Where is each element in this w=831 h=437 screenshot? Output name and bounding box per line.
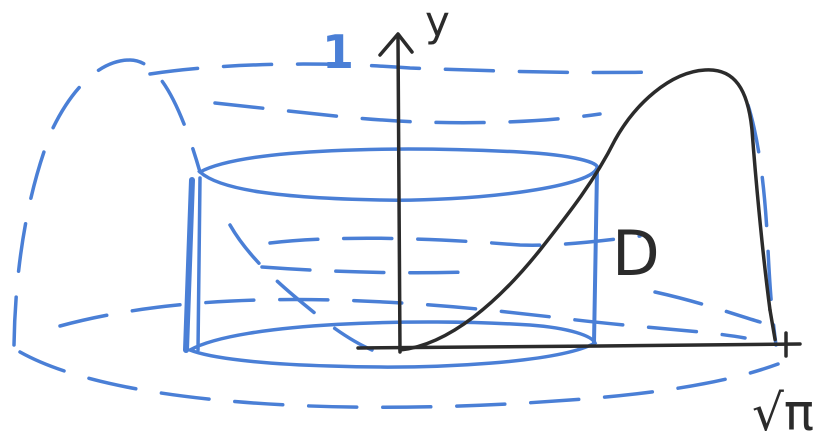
left-bump-outline xyxy=(12,58,202,347)
y-axis-label: y xyxy=(425,0,450,46)
cylinder-right-wall xyxy=(592,168,599,345)
region-label: D xyxy=(612,217,660,290)
right-ring xyxy=(653,290,762,324)
bottom-outer-ring xyxy=(18,350,780,410)
function-curve xyxy=(398,68,772,352)
y-axis xyxy=(396,36,402,354)
x-tick-label: √π xyxy=(752,384,814,437)
inner-slope-left xyxy=(228,223,374,352)
inner-ring xyxy=(268,234,642,247)
cylinder-left-wall xyxy=(183,177,195,353)
cylinder-left-wall-inner xyxy=(196,176,202,352)
cylinder-bottom-ellipse xyxy=(185,320,598,369)
revolution-surface-dashes xyxy=(12,58,780,410)
y-tick-label: 1 xyxy=(322,25,354,79)
y-axis-arrowhead xyxy=(378,32,414,57)
axes xyxy=(356,32,802,358)
inner-ring-lower xyxy=(260,265,472,275)
middle-ring-back xyxy=(213,101,602,125)
cylinder xyxy=(183,147,599,369)
x-axis xyxy=(356,342,802,350)
right-bump-outline xyxy=(746,103,778,347)
upper-ring-back xyxy=(148,62,662,76)
curve-dashed-drop xyxy=(768,308,778,347)
lower-ring-front xyxy=(58,297,747,340)
